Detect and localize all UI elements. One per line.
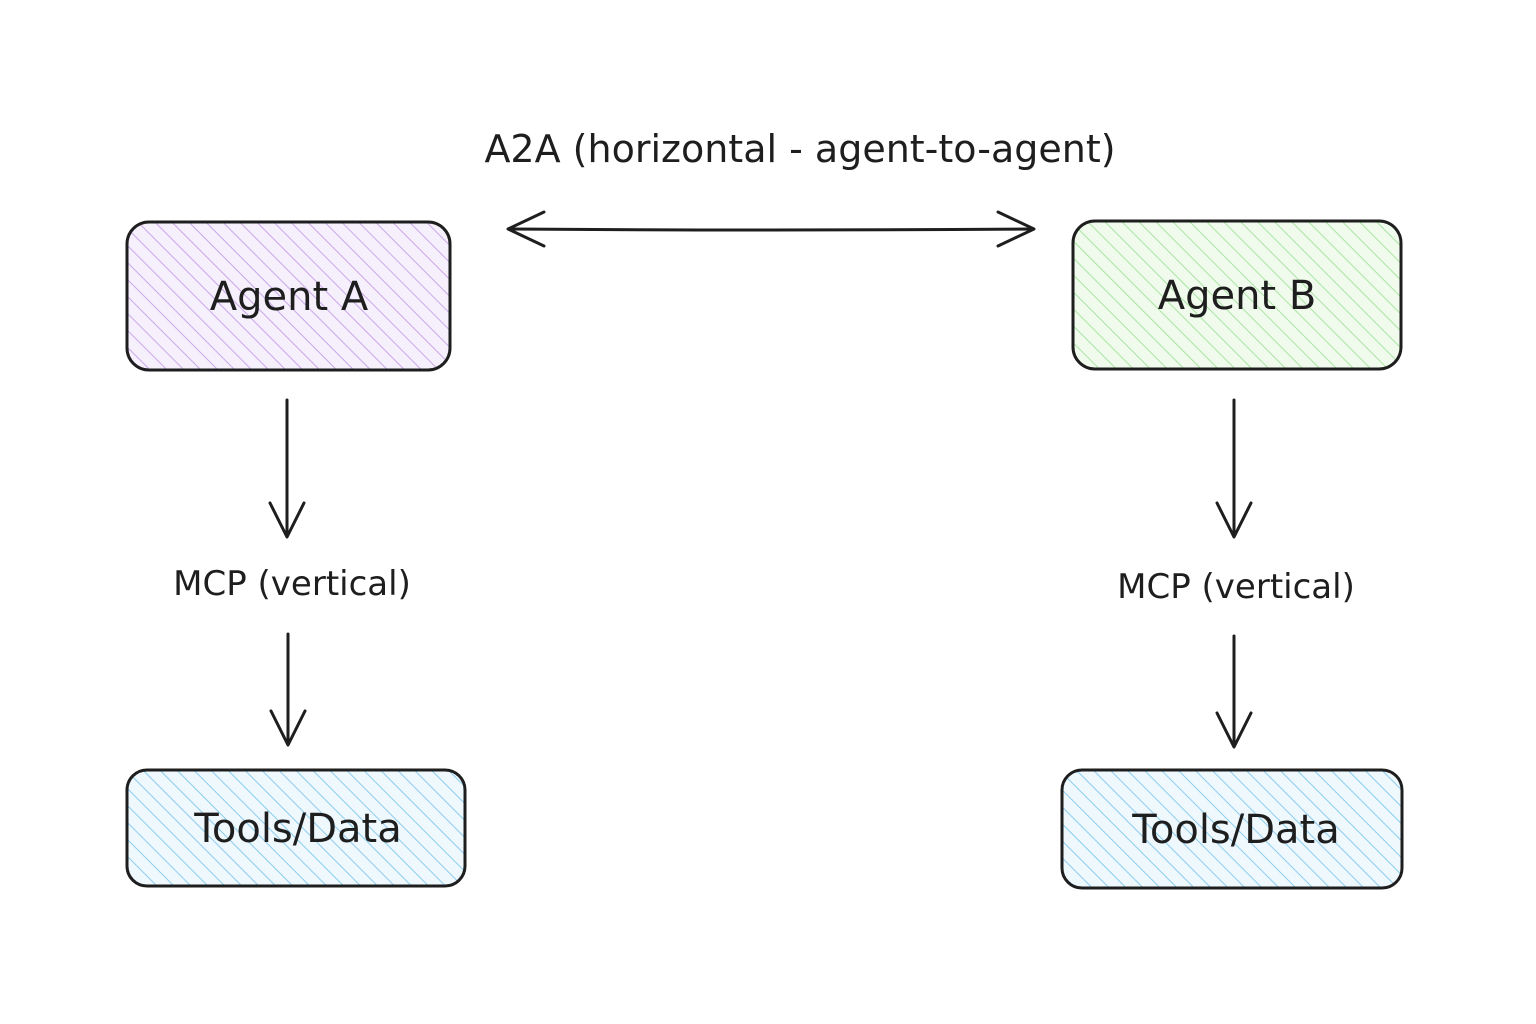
agent-b-to-mcp-arrow: [1215, 398, 1253, 539]
agent-b-label: Agent B: [1158, 273, 1317, 319]
a2a-label: A2A (horizontal - agent-to-agent): [484, 127, 1115, 171]
agent-a-label: Agent A: [210, 274, 369, 320]
tools-data-left-node: Tools/Data: [125, 768, 467, 888]
tools-data-right-node: Tools/Data: [1060, 768, 1404, 890]
agent-a-node: Agent A: [125, 220, 452, 372]
mcp-left-label: MCP (vertical): [173, 564, 411, 604]
tools-data-right-label: Tools/Data: [1131, 807, 1340, 853]
agent-b-node: Agent B: [1071, 219, 1403, 371]
tools-data-left-label: Tools/Data: [193, 806, 402, 852]
agent-a-to-mcp-arrow: [268, 398, 306, 539]
mcp-right-label: MCP (vertical): [1117, 567, 1355, 607]
mcp-to-tools-right-arrow: [1215, 634, 1253, 749]
a2a-bidirectional-arrow: [506, 210, 1036, 248]
mcp-to-tools-left-arrow: [269, 632, 307, 747]
